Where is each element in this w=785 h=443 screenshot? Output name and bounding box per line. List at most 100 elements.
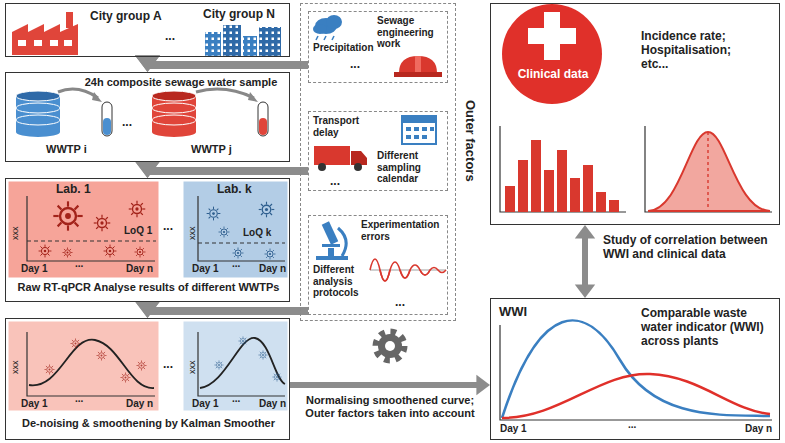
truck-icon (354, 163, 362, 171)
cloud-icon (324, 36, 326, 40)
bar-chart (500, 126, 626, 212)
smoothing-panels (70, 338, 80, 348)
axis-label: Day n (126, 398, 153, 410)
axis-label: Day 1 (192, 398, 219, 410)
smoothing-panels (198, 332, 285, 396)
wwtp-tanks-icon (58, 89, 98, 98)
factor-box: PrecipitationSewage engineering work (308, 11, 448, 83)
smoothing-panels (272, 372, 281, 381)
microscope-icon (316, 221, 348, 260)
calendar-icon (402, 116, 436, 144)
lab-result-panels (198, 242, 285, 243)
arrow-line (582, 237, 588, 287)
calendar-icon (402, 116, 436, 123)
process-box: Raw RT-qPCR Analyse results of different… (5, 178, 290, 302)
wwtp-tanks-icon (152, 115, 196, 125)
cloud-icon (313, 15, 342, 40)
helmet-icon (415, 56, 421, 72)
bar-chart (505, 186, 515, 212)
lab-result-panels (129, 201, 146, 218)
factory-icon (34, 40, 42, 46)
axis-label: ... (330, 175, 340, 189)
smoothing-panels (120, 372, 130, 382)
smoothing-panels (27, 332, 155, 396)
axis-label: Day n (259, 398, 286, 410)
helmet-icon (399, 56, 437, 73)
smoothing-panels (258, 350, 267, 359)
lab-result-panels (27, 240, 156, 241)
node-text: WWTP j (191, 143, 251, 156)
factory-icon (18, 40, 26, 46)
microscope-icon (322, 221, 339, 244)
node-heading: Precipitation (313, 42, 377, 54)
wwtp-tanks-icon (196, 89, 254, 98)
wwtp-tanks-icon (248, 92, 258, 102)
node-heading: De-noising & smoothening by Kalman Smoot… (12, 417, 285, 430)
flow-arrow (575, 225, 595, 298)
axis-label: ... (75, 258, 83, 270)
axis-label: Day 1 (500, 423, 527, 435)
arrow-head (575, 284, 595, 298)
bar-chart (570, 178, 580, 212)
city-buildings-icon (205, 32, 221, 56)
gear-icon (378, 334, 402, 358)
smoothing-panels (136, 360, 146, 370)
axis-label: ... (395, 296, 405, 310)
axis-label: Day n (745, 423, 772, 435)
wwi-chart (500, 320, 772, 420)
error-waveform (370, 259, 446, 281)
node-heading: Different analysis protocols (313, 264, 377, 299)
axis-label: xxx (187, 226, 197, 240)
bar-chart (531, 140, 541, 212)
city-buildings-icon (223, 25, 241, 56)
node-text: Different sampling calendar (377, 150, 447, 185)
wwi-chart (502, 374, 770, 418)
bell-curve (648, 132, 770, 211)
node-heading: 24h composite sewage water sample (76, 76, 286, 89)
group-box: City group ACity group N (5, 3, 290, 57)
smoothing-panels (44, 364, 54, 374)
microscope-icon (322, 244, 340, 247)
factor-box: Different analysis protocolsExperimentat… (308, 215, 448, 315)
truck-icon (351, 151, 367, 165)
node-text: WWTP i (46, 143, 106, 156)
lab-result-panels (184, 182, 288, 278)
process-box: 24h composite sewage water sampleWWTP i W… (5, 72, 290, 162)
wwtp-tanks-icon (102, 102, 112, 136)
lab-result-panels (9, 182, 159, 278)
node-heading: Raw RT-qPCR Analyse results of different… (12, 281, 285, 294)
calendar-icon (414, 135, 419, 139)
error-waveform (370, 270, 446, 271)
axis-label: Day 1 (21, 398, 48, 410)
wwtp-tanks-icon (16, 91, 60, 101)
lab-result-panels (219, 227, 230, 238)
helmet-icon (394, 56, 442, 77)
lab-result-panels (62, 247, 72, 257)
calendar-icon (414, 127, 419, 131)
smoothing-panels (96, 350, 106, 360)
factory-icon (66, 12, 73, 28)
calendar-icon (422, 127, 427, 131)
node-heading: Lab. 1 (56, 183, 106, 197)
city-buildings-icon (243, 36, 257, 56)
arrow-head (135, 301, 160, 318)
bar-chart (557, 150, 567, 212)
process-box: De-noising & smoothening by Kalman Smoot… (5, 318, 290, 440)
wwtp-tanks-icon (152, 127, 196, 137)
axis-label: ... (232, 258, 240, 270)
arrow-head (476, 375, 490, 395)
city-buildings-icon (259, 27, 281, 56)
node-text: City group N (203, 8, 287, 22)
error-waveform (370, 259, 446, 281)
factory-icon (12, 12, 78, 55)
node-heading: Clinical data (505, 68, 601, 82)
cloud-icon (332, 36, 334, 40)
axis-label: Day n (126, 263, 153, 275)
bar-chart (518, 160, 528, 212)
smoothing-panels (9, 322, 288, 411)
wwtp-tanks-icon (152, 103, 196, 113)
edge-label: Study of correlation between WWI and cli… (603, 234, 778, 262)
axis-label: xxx (10, 226, 20, 240)
error-waveform (380, 270, 430, 281)
bar-chart (544, 170, 554, 212)
